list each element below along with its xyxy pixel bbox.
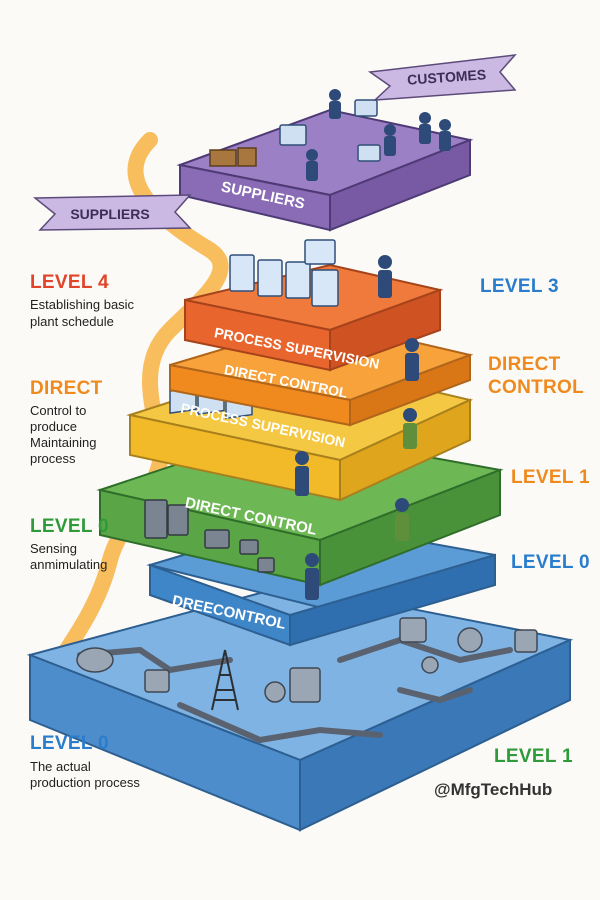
right-level3: LEVEL 3 — [480, 276, 559, 297]
social-handle: @MfgTechHub — [434, 780, 553, 799]
left-level0b-title: LEVEL 0 — [30, 733, 109, 754]
left-level0a-desc1: Sensing — [30, 541, 77, 556]
suppliers-flag: SUPPLIERS — [32, 194, 192, 231]
left-level0b-desc2: production process — [30, 775, 140, 790]
customers-banner: CUSTOMES — [367, 54, 517, 101]
left-direct-desc4: process — [30, 451, 76, 466]
left-level0a-title: LEVEL 0 — [30, 516, 109, 537]
left-level0a-desc2: anmimulating — [30, 557, 108, 572]
right-level0: LEVEL 0 — [511, 552, 590, 573]
workers — [295, 255, 419, 600]
left-direct-desc2: produce — [30, 419, 77, 434]
left-level4-desc2: plant schedule — [30, 314, 114, 329]
base-platform — [26, 583, 574, 832]
left-level0b-desc1: The actual — [30, 759, 91, 774]
left-direct-desc1: Control to — [30, 403, 87, 418]
right-direct-control-1: DIRECT — [488, 354, 561, 375]
flow-ribbon — [52, 132, 229, 668]
right-direct-control-2: CONTROL — [488, 377, 585, 398]
right-level1-bottom: LEVEL 1 — [494, 746, 573, 767]
customers-banner-text: CUSTOMES — [407, 66, 487, 87]
suppliers-flag-text: SUPPLIERS — [70, 206, 149, 222]
tier-suppliers-purple — [176, 89, 474, 232]
left-direct-title: DIRECT — [30, 378, 103, 399]
left-level4-desc1: Establishing basic — [30, 297, 135, 312]
right-level1: LEVEL 1 — [511, 467, 590, 488]
tier-process-supervision-red — [184, 239, 444, 372]
left-direct-desc3: Maintaining — [30, 435, 97, 450]
left-level4-title: LEVEL 4 — [30, 272, 109, 293]
